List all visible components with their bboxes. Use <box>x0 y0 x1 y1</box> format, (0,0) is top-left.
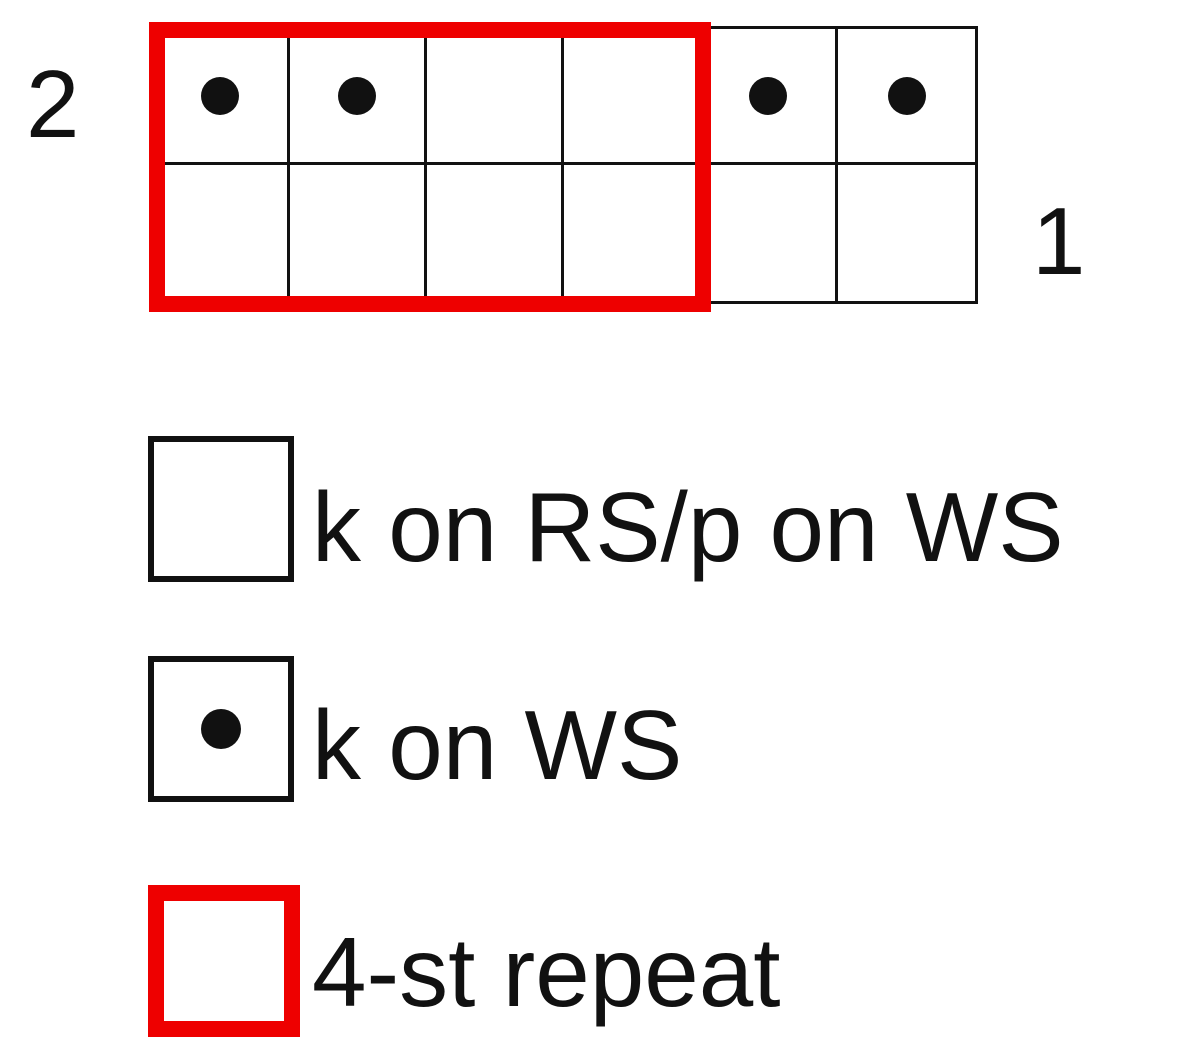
stitch-cell-r2-c5 <box>701 29 838 165</box>
dot-icon <box>201 76 239 115</box>
dot-square-icon <box>148 656 294 802</box>
stitch-cell-r1-c1 <box>153 165 290 301</box>
stitch-cell-r2-c3 <box>427 29 564 165</box>
stitch-cell-r1-c6 <box>838 165 975 301</box>
legend-label-repeat: 4-st repeat <box>312 917 781 1027</box>
dot-icon <box>887 76 926 115</box>
stitch-cell-r1-c3 <box>427 165 564 301</box>
stitch-cell-r2-c2 <box>290 29 427 165</box>
empty-square-icon <box>148 436 294 582</box>
stitch-cell-r2-c6 <box>838 29 975 165</box>
legend-label-knit: k on RS/p on WS <box>312 472 1064 582</box>
stitch-cell-r1-c5 <box>701 165 838 301</box>
dot-icon <box>201 709 241 749</box>
stitch-cell-r2-c4 <box>564 29 701 165</box>
stitch-cell-r2-c1 <box>153 29 290 165</box>
stitch-cell-r1-c4 <box>564 165 701 301</box>
red-square-icon <box>148 885 300 1037</box>
dot-icon <box>749 76 787 115</box>
row-number-1: 1 <box>1032 188 1086 295</box>
legend-label-knit-ws: k on WS <box>312 690 683 800</box>
stitch-chart-grid <box>150 26 978 304</box>
stitch-cell-r1-c2 <box>290 165 427 301</box>
row-number-2: 2 <box>26 51 80 158</box>
dot-icon <box>338 76 376 115</box>
